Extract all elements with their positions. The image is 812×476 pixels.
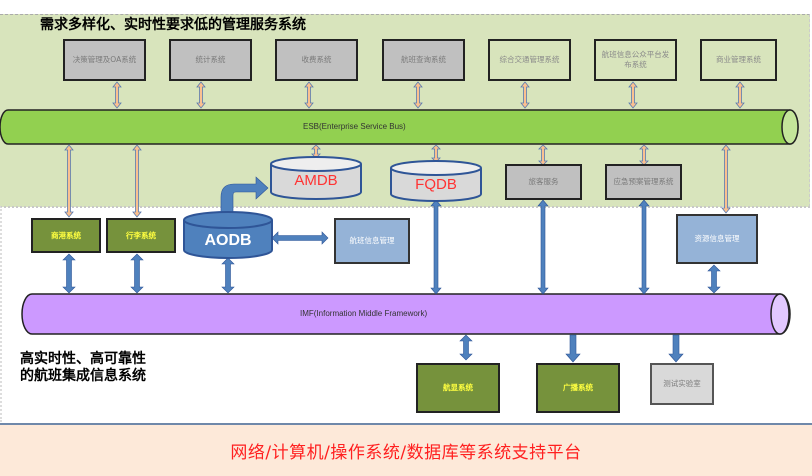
broadcast-system[interactable]: 广播系统 [536, 363, 620, 413]
fqdb-database[interactable] [390, 160, 482, 202]
test-lab[interactable]: 测试实验室 [650, 363, 714, 405]
orange-arrow-6 [628, 81, 638, 109]
shanggang-system[interactable]: 商港系统 [31, 218, 101, 253]
flight-query-system[interactable]: 航班查询系统 [382, 39, 465, 81]
blue-arrow-emergency-imf [638, 199, 650, 295]
blue-arrow-xingli-imf [130, 253, 144, 294]
resource-info-management[interactable]: 资源信息管理 [676, 214, 758, 264]
blue-arrow-shanggang-imf [62, 253, 76, 294]
statistics-system[interactable]: 统计系统 [169, 39, 252, 81]
blue-arrow-imf-testlab [668, 334, 684, 363]
orange-arrow-3 [304, 81, 314, 109]
blue-arrow-resource-imf [707, 264, 721, 294]
flight-info-public-platform[interactable]: 航班信息公众平台发布系统 [594, 39, 677, 81]
blue-curved-arrow-aodb-amdb [220, 176, 269, 216]
blue-arrow-passenger-imf [537, 199, 549, 295]
support-platform-label: 网络/计算机/操作系统/数据库等系统支持平台 [230, 443, 582, 463]
aodb-label: AODB [204, 232, 252, 249]
orange-arrow-1 [112, 81, 122, 109]
orange-arrow-esb-emergency [639, 144, 649, 166]
orange-arrow-7 [735, 81, 745, 109]
blue-arrow-imf-broadcast [565, 334, 581, 363]
orange-arrow-5 [520, 81, 530, 109]
integration-zone [0, 206, 810, 422]
fqdb-label: FQDB [415, 176, 457, 193]
blue-arrow-aodb-imf [221, 257, 235, 294]
integration-title-line1: 高实时性、高可靠性 [20, 351, 146, 367]
decision-oa-system[interactable]: 决策管理及OA系统 [63, 39, 146, 81]
imf-bus-label: IMF(Information Middle Framework) [300, 309, 428, 318]
orange-arrow-esb-shanggang [64, 144, 74, 218]
emergency-plan-system[interactable]: 应急预案管理系统 [605, 164, 682, 200]
orange-arrow-esb-fqdb [431, 144, 441, 163]
passenger-service[interactable]: 旅客服务 [505, 164, 582, 200]
blue-arrow-imf-display [459, 334, 473, 361]
orange-arrow-esb-resource [721, 144, 731, 214]
blue-arrow-aodb-flightinfo [271, 231, 329, 245]
billing-system[interactable]: 收费系统 [275, 39, 358, 81]
esb-bus-label: ESB(Enterprise Service Bus) [303, 122, 406, 131]
support-platform: 网络/计算机/操作系统/数据库等系统支持平台 [0, 423, 812, 476]
flight-info-management[interactable]: 航班信息管理 [334, 218, 410, 264]
integration-zone-title: 高实时性、高可靠性 的航班集成信息系统 [20, 351, 146, 385]
imf-bus-pipe[interactable] [21, 293, 791, 335]
orange-arrow-4 [413, 81, 423, 109]
esb-bus-pipe[interactable] [0, 109, 799, 145]
commercial-management-system[interactable]: 商业管理系统 [700, 39, 777, 81]
orange-arrow-esb-xingli [132, 144, 142, 218]
flight-display-system[interactable]: 航显系统 [416, 363, 500, 413]
management-zone-title: 需求多样化、实时性要求低的管理服务系统 [40, 17, 306, 33]
aodb-database[interactable] [183, 211, 273, 259]
blue-arrow-fqdb-imf [430, 199, 442, 295]
orange-arrow-esb-passenger [538, 144, 548, 166]
amdb-database[interactable] [270, 156, 362, 200]
baggage-system[interactable]: 行李系统 [106, 218, 176, 253]
integrated-traffic-system[interactable]: 综合交通管理系统 [488, 39, 571, 81]
integration-title-line2: 的航班集成信息系统 [20, 368, 146, 384]
orange-arrow-2 [196, 81, 206, 109]
amdb-label: AMDB [294, 172, 338, 189]
